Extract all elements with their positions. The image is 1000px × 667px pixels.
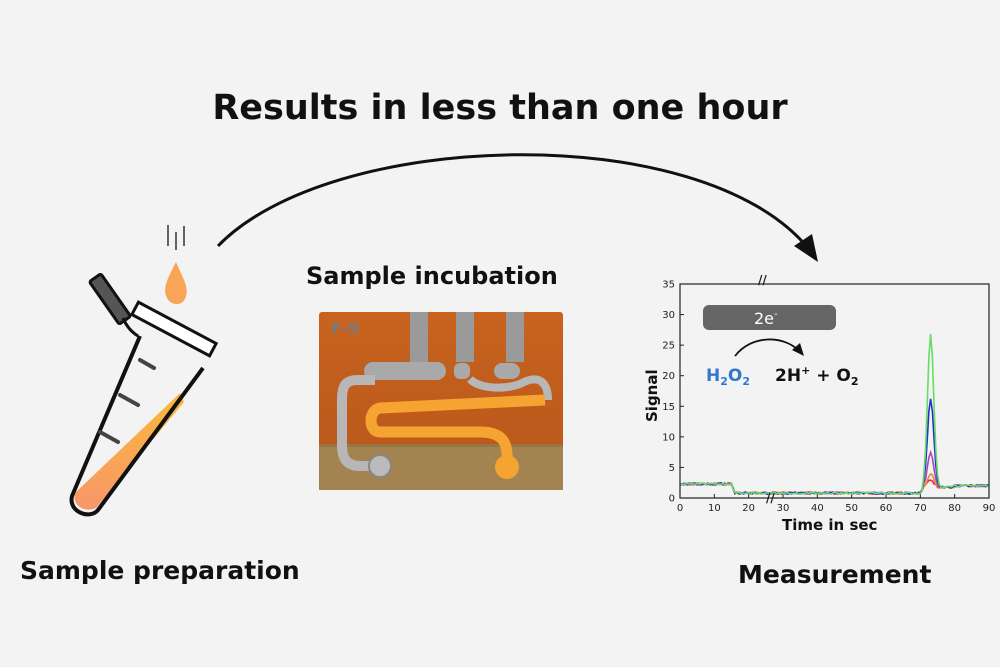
x-tick-label: 40 <box>811 503 824 514</box>
products: 2H+ + O2 <box>775 364 858 388</box>
x-tick-label: 70 <box>914 503 927 514</box>
chart-frame <box>679 283 990 499</box>
x-tick-label: 20 <box>742 503 755 514</box>
chip-image: F-9 <box>319 312 563 490</box>
x-tick-label: 80 <box>948 503 961 514</box>
y-axis-title: Signal <box>643 369 661 422</box>
chart-marks: 0 10 20 30 40 50 60 70 80 90 0 5 10 15 20 25 30 35 <box>662 280 995 515</box>
x-tick-label: 50 <box>845 503 858 514</box>
step-sample-incubation: Sample incubation <box>306 262 558 290</box>
sample-tube-icon <box>69 272 219 517</box>
series-line <box>679 333 990 496</box>
y-tick-label: 5 <box>669 463 675 474</box>
y-tick-label: 0 <box>669 494 675 505</box>
axis-break-top: // <box>758 273 767 287</box>
droplet-icon <box>165 225 187 305</box>
step-measurement: Measurement <box>738 560 932 589</box>
reaction-arrow <box>734 338 799 357</box>
reactant-h2o2: H2O2 <box>706 366 750 388</box>
axis-break-bottom: // <box>766 491 775 505</box>
y-tick-label: 35 <box>662 280 675 291</box>
process-arrow <box>216 153 818 262</box>
electron-label: 2e- <box>754 309 778 328</box>
step-sample-preparation: Sample preparation <box>20 556 300 585</box>
chip-label: F-9 <box>331 319 359 338</box>
y-tick-label: 20 <box>662 371 675 382</box>
x-tick-label: 10 <box>708 503 721 514</box>
diagram-title: Results in less than one hour <box>212 88 788 128</box>
y-tick-label: 10 <box>662 432 675 443</box>
y-tick-label: 30 <box>662 310 675 321</box>
signal-chart: 0 10 20 30 40 50 60 70 80 90 0 5 10 15 20 25 30 35 Time i… <box>643 273 995 534</box>
series-line <box>679 398 990 496</box>
electron-box <box>703 305 836 330</box>
x-tick-label: 0 <box>677 503 683 514</box>
y-tick-label: 25 <box>662 341 675 352</box>
x-tick-label: 30 <box>777 503 790 514</box>
x-axis-title: Time in sec <box>782 516 877 534</box>
x-tick-label: 60 <box>880 503 893 514</box>
y-tick-label: 15 <box>662 402 675 413</box>
x-tick-label: 90 <box>983 503 996 514</box>
